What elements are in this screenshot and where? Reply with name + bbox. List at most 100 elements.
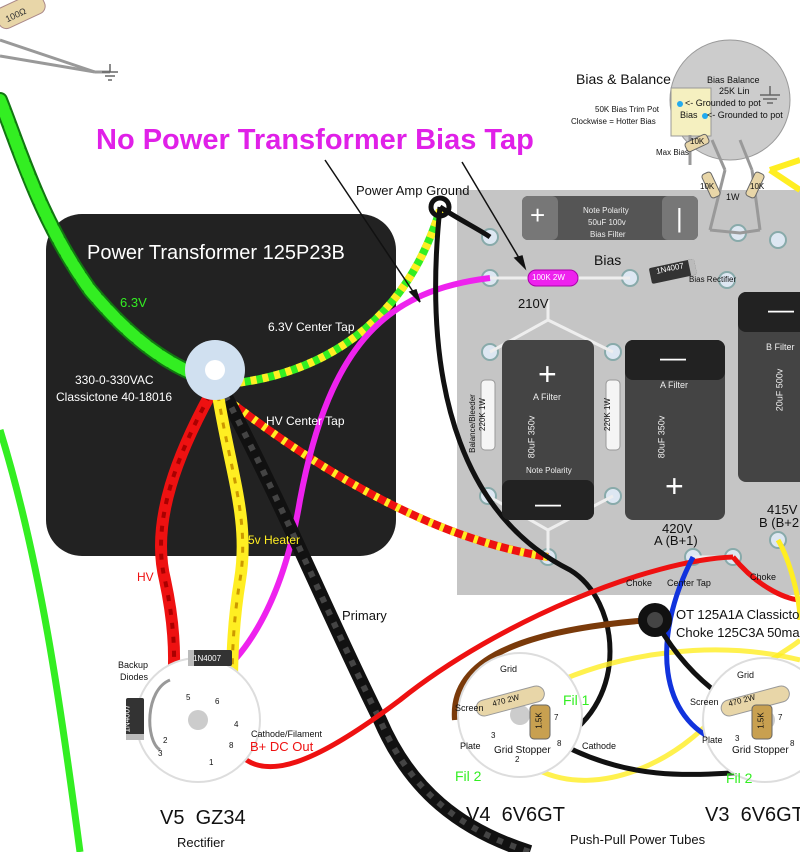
- rect-pin-2: 2: [163, 736, 168, 745]
- a-filter-left-plus: +: [538, 356, 557, 392]
- a-filter-left-name: A Filter: [533, 392, 562, 402]
- bias-filter-line3: Bias Filter: [590, 230, 626, 239]
- v4-cathode-label: Cathode: [582, 741, 617, 751]
- v5-role: Rectifier: [177, 835, 225, 850]
- bias-rectifier-label: Bias Rectifier: [689, 275, 737, 284]
- rect-pin-4: 4: [234, 720, 239, 729]
- transformer-hv-center-tap: HV Center Tap: [266, 414, 345, 428]
- annotation-arrows: [324, 159, 527, 303]
- v4-stopper-label: Grid Stopper: [494, 745, 551, 756]
- backup-label: Backup: [118, 660, 149, 670]
- v3-grid-label: Grid: [737, 670, 755, 680]
- v3-pin-3: 3: [735, 734, 740, 743]
- v4-screen-label: Screen: [455, 703, 484, 713]
- bias-balance-pot: [669, 39, 800, 235]
- r220k-b: 220K 1W: [602, 398, 612, 431]
- b-filter-minus: —: [768, 294, 794, 324]
- top-resistor: 100Ω: [0, 0, 118, 81]
- transformer-hv-rating: 330-0-330VAC: [75, 373, 154, 387]
- bias-filter-line1: Note Polarity: [583, 206, 629, 215]
- v4-grid-label: Grid: [500, 664, 518, 674]
- diodes-label: Diodes: [120, 672, 149, 682]
- a-filter-right-value: 80uF 350v: [656, 415, 667, 459]
- v3-plate-label: Plate: [702, 735, 723, 745]
- push-pull-label: Push-Pull Power Tubes: [570, 832, 706, 847]
- v4-pin-3: 3: [491, 731, 496, 740]
- center-tap-label: Center Tap: [667, 578, 711, 588]
- resistor-100k: 100K 2W: [532, 273, 565, 282]
- rect-pin-3: 3: [158, 749, 163, 758]
- hv-label: HV: [137, 570, 154, 584]
- v415-label: 415V: [767, 502, 798, 517]
- a-filter-left-value: 80uF 350v: [526, 415, 537, 459]
- choke-label-a: Choke: [626, 578, 653, 588]
- grounded-label-1: <- Grounded to pot: [685, 98, 761, 108]
- trim-pot-label: 50K Bias Trim Pot: [595, 105, 660, 114]
- b-filter-name: B Filter: [766, 342, 795, 352]
- primary-label: Primary: [342, 608, 387, 623]
- max-bias-label: Max Bias: [656, 148, 689, 157]
- v3-stopper-label: Grid Stopper: [732, 745, 789, 756]
- rect-diode-b: 1N4007: [193, 654, 222, 663]
- transformer-heater: 5v Heater: [248, 533, 301, 547]
- v4-fil1: Fil 1: [563, 692, 590, 708]
- transformer-63v: 6.3V: [120, 295, 147, 310]
- r10k-b: 10K: [700, 182, 715, 191]
- a-filter-left-polarity: Note Polarity: [526, 466, 572, 475]
- rect-pin-6: 6: [215, 697, 220, 706]
- one-watt-label: 1W: [726, 192, 740, 202]
- v3-socket: [702, 657, 800, 783]
- r220k-a: 220K 1W: [477, 398, 487, 431]
- v3-pin-7: 7: [778, 713, 783, 722]
- rect-pin-1: 1: [209, 758, 214, 767]
- bias-label: Bias: [594, 252, 622, 268]
- b-filter-value: 20uF 500v: [774, 368, 785, 412]
- rect-pin-5: 5: [186, 693, 191, 702]
- v4-pin-2: 2: [515, 755, 520, 764]
- v4-pin-8: 8: [557, 739, 562, 748]
- v3-pin-8: 8: [790, 739, 795, 748]
- ot-line1: OT 125A1A Classicto: [676, 607, 800, 622]
- a-filter-left-minus: —: [535, 488, 561, 518]
- cathode-filament-label: Cathode/Filament: [251, 729, 323, 739]
- b-b2-label: B (B+2: [759, 515, 800, 530]
- v5-name: V5 GZ34: [160, 807, 246, 829]
- ot-line2: Choke 125C3A 50ma: [676, 625, 800, 640]
- transformer-center-tap: 6.3V Center Tap: [268, 320, 355, 334]
- bias-filter-line2: 50uF 100v: [588, 218, 626, 227]
- rect-pin-8: 8: [229, 741, 234, 750]
- bias-filter-minus: |: [676, 203, 683, 233]
- transformer-model: Classictone 40-18016: [56, 390, 173, 404]
- v420-label: 420V: [662, 521, 693, 536]
- r10k-a: 10K: [690, 137, 705, 146]
- bias-filter-cap: [522, 196, 698, 240]
- v4-plate-label: Plate: [460, 741, 481, 751]
- v4-pin-7: 7: [554, 713, 559, 722]
- transformer-title: Power Transformer 125P23B: [87, 242, 345, 264]
- bdc-out-label: B+ DC Out: [250, 739, 314, 754]
- choke-label-b: Choke: [750, 572, 777, 582]
- pot-value: 25K Lin: [719, 86, 750, 96]
- v4-name: V4 6V6GT: [466, 804, 565, 826]
- a-b1-label: A (B+1): [654, 533, 698, 548]
- pot-label: Bias Balance: [707, 75, 760, 85]
- r10k-c: 10K: [750, 182, 765, 191]
- rect-diode-a: 1N4007: [122, 704, 132, 733]
- bias-balance-title: Bias & Balance: [576, 71, 671, 87]
- ground-label: Power Amp Ground: [356, 183, 470, 198]
- bias-word: Bias: [680, 110, 698, 120]
- v3-name: V3 6V6GT: [705, 804, 800, 826]
- v3-fil2: Fil 2: [726, 770, 753, 786]
- v4-r15k: 1.5K: [534, 712, 544, 729]
- a-filter-right-plus: +: [665, 468, 684, 504]
- v5-socket: [126, 650, 261, 783]
- a-filter-right-name: A Filter: [660, 380, 689, 390]
- v3-screen-label: Screen: [690, 697, 719, 707]
- clockwise-label: Clockwise = Hotter Bias: [571, 117, 656, 126]
- v210-label: 210V: [518, 296, 549, 311]
- balance-bleeder-label: Balance/Bleeder: [467, 394, 477, 453]
- v3-r15k: 1.5K: [756, 712, 766, 729]
- headline: No Power Transformer Bias Tap: [96, 124, 534, 156]
